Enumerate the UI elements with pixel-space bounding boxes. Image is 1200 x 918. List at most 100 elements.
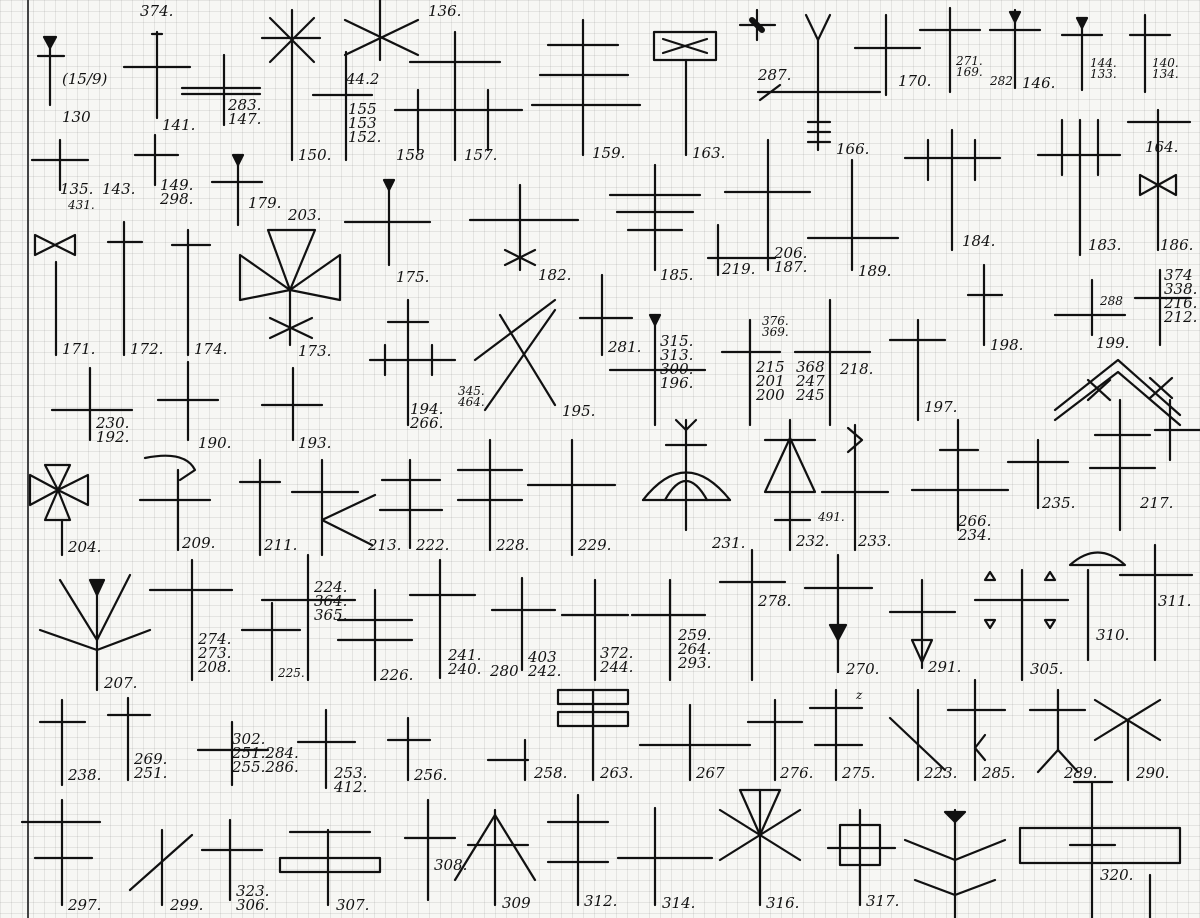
cross-233-glyph [820, 423, 890, 552]
cross-238-glyph [38, 698, 87, 787]
cross-star-glyph [260, 0, 420, 162]
label-316: 316. [766, 894, 800, 912]
label-267: 267 [696, 764, 725, 782]
cross-311-glyph [1118, 543, 1194, 662]
cross-208-glyph [148, 558, 234, 682]
label-217: 217. [1140, 494, 1174, 512]
cross-207-glyph [38, 573, 152, 692]
cross-223-glyph [888, 688, 947, 782]
label-158: 158 [396, 146, 425, 164]
label-225: 225. [278, 666, 305, 680]
cross-198-glyph [966, 263, 1004, 347]
cross-314-glyph [616, 806, 714, 907]
cross-320-glyph [1018, 780, 1182, 918]
cross-175-glyph [343, 178, 432, 267]
cross-143-glyph [133, 133, 180, 187]
label-299: 299. [170, 896, 204, 914]
cross-244-glyph [560, 578, 630, 682]
label-314: 314. [662, 894, 696, 912]
cross-263-glyph [556, 688, 630, 782]
label-305: 305. [1030, 660, 1064, 678]
cross-133-glyph [1060, 16, 1104, 92]
label-275: 275. [842, 764, 876, 782]
cross-317-glyph [826, 808, 897, 907]
label-195: 195. [562, 402, 596, 420]
cross-171-glyph [33, 233, 77, 357]
label-189: 189. [858, 262, 892, 280]
cross-231-glyph [641, 418, 732, 532]
cross-190-glyph [156, 360, 220, 442]
cross-roof-glyph [1053, 358, 1182, 427]
label-146: 146. [1022, 74, 1056, 92]
label-224-364-365: 224. 364. 365. [314, 578, 348, 624]
label-310: 310. [1096, 626, 1130, 644]
label-204: 204. [68, 538, 102, 556]
label-211: 211. [264, 536, 298, 554]
label-253-412: 253. 412. [334, 764, 368, 796]
cross-312-glyph [546, 793, 610, 907]
label-290: 290. [1136, 764, 1170, 782]
cross-192-glyph [50, 366, 134, 442]
cross-147-glyph [180, 53, 262, 127]
label-274-273-208: 274. 273. 208. [198, 630, 232, 676]
label-164: 164. [1145, 138, 1179, 156]
cross-281-glyph [578, 273, 634, 357]
cross-174-glyph [170, 228, 212, 357]
cross-159-glyph [530, 18, 642, 157]
label-141: 141. [162, 116, 196, 134]
label-159: 159. [592, 144, 626, 162]
cross-253-glyph [296, 708, 357, 790]
label-166: 166. [836, 140, 870, 158]
label-218: 218. [840, 360, 874, 378]
label-172: 172. [130, 340, 164, 358]
label-213: 213. [368, 536, 402, 554]
label-374-338-216-212: 374 338. 216. 212. [1164, 266, 1198, 326]
label-403-242: 403 242. [528, 648, 562, 680]
label-193: 193. [298, 434, 332, 452]
label-345-464: 345. 464. [458, 384, 485, 409]
label-241-240: 241. 240. [448, 646, 482, 678]
label-368-247-245: 368 247 245 [796, 358, 825, 404]
cross-258-glyph [486, 738, 530, 782]
label-278: 278. [758, 592, 792, 610]
label-315-313-300-196: 315. 313. 300. 196. [660, 332, 694, 392]
label-173: 173. [298, 342, 332, 360]
cross-224-glyph [260, 553, 357, 682]
cross-222-glyph [378, 458, 444, 550]
cross-166-glyph [738, 8, 882, 152]
cross-309-glyph [453, 808, 537, 907]
label-307: 307. [336, 896, 370, 914]
cross-291-glyph [888, 578, 957, 670]
cross-185-glyph [608, 163, 702, 272]
label-374-top: 374. [140, 2, 174, 20]
label-207: 207. [104, 674, 138, 692]
cross-182-glyph [468, 183, 580, 272]
cross-219-glyph [706, 223, 777, 277]
label-157: 157. [464, 146, 498, 164]
label-170: 170. [898, 72, 932, 90]
label-287: 287. [758, 66, 792, 84]
label-163: 163. [692, 144, 726, 162]
cross-158-157-glyph [393, 30, 524, 162]
cross-193-glyph [260, 366, 324, 442]
cross-197-glyph [888, 318, 947, 422]
cross-194-glyph [368, 298, 457, 427]
label-171: 171. [62, 340, 96, 358]
cross-218-glyph [720, 298, 872, 427]
label-312: 312. [584, 892, 618, 910]
label-203: 203. [288, 206, 322, 224]
cross-297-glyph [20, 798, 102, 907]
label-143: 143. [102, 180, 136, 198]
label-130: 130 [62, 108, 91, 126]
label-194-266: 194. 266. [410, 400, 444, 432]
cross-tree-glyph [903, 808, 1007, 918]
cross-306-glyph [200, 818, 264, 902]
cross-256-glyph [386, 716, 432, 782]
label-231: 231. [712, 534, 746, 552]
label-144-133: 144. 133. [1090, 56, 1117, 81]
label-263: 263. [600, 764, 634, 782]
label-297: 297. [68, 896, 102, 914]
label-190: 190. [198, 434, 232, 452]
label-258: 258. [534, 764, 568, 782]
